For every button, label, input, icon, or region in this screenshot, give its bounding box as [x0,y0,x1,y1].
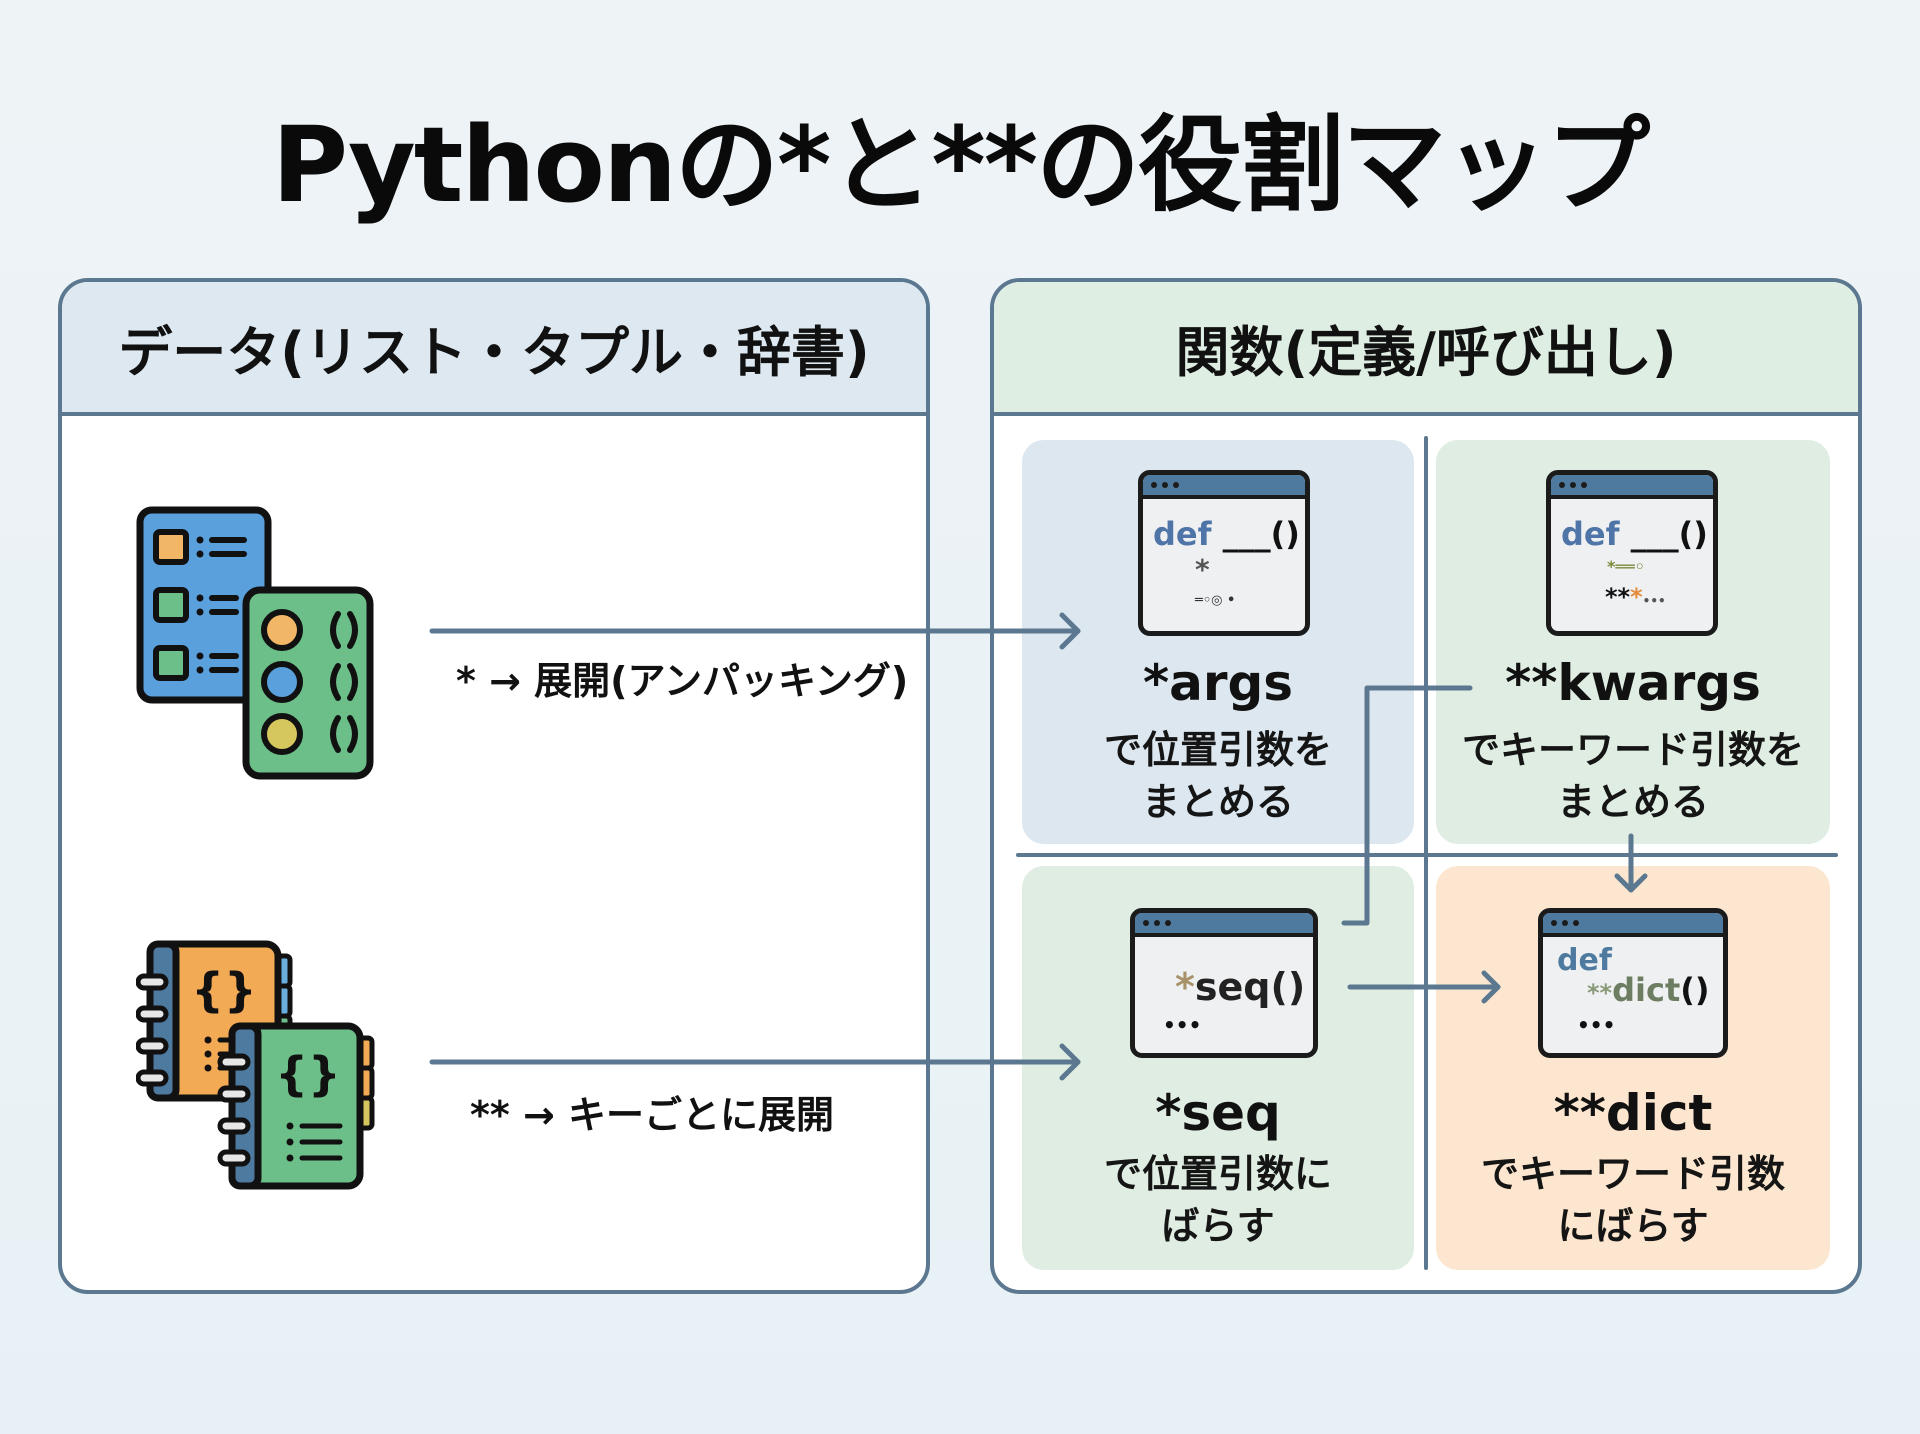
svg-text:{}: {} [275,1047,341,1101]
code-ellipsis: ═◦◎ • [1195,593,1236,608]
dictionary-notebook-icon: {} {} [135,940,376,1190]
window-title-bar [1143,475,1305,499]
unpack-double-star-label: ** → キーごとに展開 [470,1093,835,1137]
data-panel-header: データ(リスト・タプル・辞書) [62,282,926,416]
args-description-line2: まとめる [1141,780,1294,824]
code-window-icon: def ___() * ═◦◎ • [1138,470,1310,636]
seq-title: *seq [1155,1084,1281,1142]
kwargs-title: **kwargs [1505,654,1761,712]
def-keyword: def [1557,943,1612,978]
dict-title: **dict [1553,1084,1713,1142]
args-description-line1: で位置引数を [1103,728,1332,772]
def-keyword: def [1153,515,1212,553]
dict-description-line2: にばらす [1557,1204,1709,1248]
window-title-bar [1551,475,1713,499]
star-symbol: * [1175,965,1195,1009]
code-window-icon: *seq() ••• [1130,908,1318,1058]
kwargs-description-line1: でキーワード引数を [1461,728,1804,772]
code-window-icon: def **dict() ••• [1538,908,1728,1058]
svg-text:{}: {} [191,963,257,1017]
list-tuple-icon [136,506,376,782]
seq-call: seq() [1194,965,1306,1009]
dict-parens: () [1680,971,1710,1009]
args-title: *args [1142,654,1294,712]
dict-cell: def **dict() ••• **dict でキーワード引数 にばらす [1436,866,1830,1270]
data-panel: データ(リスト・タプル・辞書) [58,278,930,1294]
function-panel-header: 関数(定義/呼び出し) [994,282,1858,416]
dict-description-line1: でキーワード引数 [1480,1152,1785,1196]
function-name-blank: ___() [1630,515,1708,553]
kwargs-description-line2: まとめる [1556,780,1709,824]
double-star-symbol: ** [1605,583,1631,611]
code-ellipsis: ••• [1642,594,1666,608]
window-title-bar [1135,913,1313,937]
single-star-param: *══◦ [1607,557,1645,576]
accent-star-symbol: * [1630,583,1643,611]
page-title: Pythonの*と**の役割マップ [271,104,1650,226]
code-ellipsis: ••• [1163,1013,1202,1037]
function-name-blank: ___() [1222,515,1300,553]
seq-description-line2: ばらす [1161,1204,1275,1248]
seq-description-line1: で位置引数に [1103,1152,1332,1196]
code-window-icon: def ___() *══◦ ***••• [1546,470,1718,636]
unpack-star-label: * → 展開(アンパッキング) [456,659,909,703]
window-title-bar [1543,913,1723,937]
kwargs-cell: def ___() *══◦ ***••• **kwargs でキーワード引数を… [1436,440,1830,844]
seq-cell: *seq() ••• *seq で位置引数に ばらす [1022,866,1414,1270]
dict-name: dict [1612,971,1681,1009]
def-keyword: def [1561,515,1620,553]
code-ellipsis: ••• [1577,1013,1616,1037]
args-cell: def ___() * ═◦◎ • *args で位置引数を まとめる [1022,440,1414,844]
star-symbol: * [1195,553,1210,586]
double-star-symbol: ** [1587,979,1613,1007]
